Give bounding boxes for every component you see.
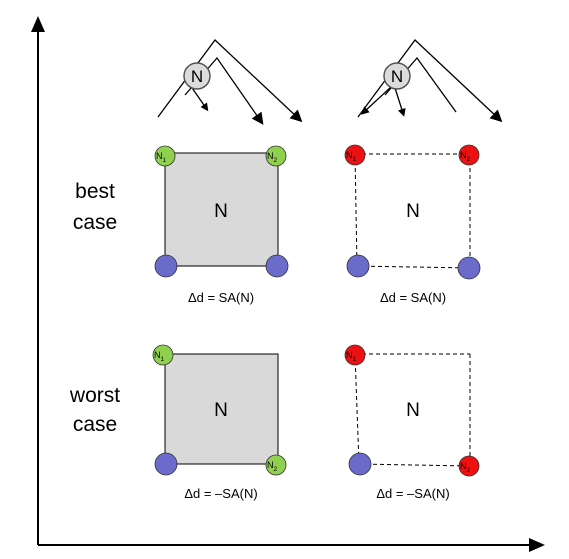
box-best-left: N N1 N2 (154, 145, 289, 278)
box-worst-right: N N1 N2 (344, 344, 480, 477)
tree-node-label: N (191, 67, 203, 86)
box-best-right: N N1 N2 (344, 144, 481, 280)
tree-child-branch-down (394, 87, 406, 117)
vertex-n2 (265, 145, 287, 167)
vertex-n1-label: N1 (156, 151, 167, 164)
vertex-n2-label: N2 (460, 150, 471, 163)
box-solid (164, 353, 279, 465)
vertex-n2-label: N2 (460, 461, 471, 474)
row-label-worst-case: case (73, 413, 117, 436)
y-axis-arrowhead (31, 16, 45, 32)
vertex-n1 (344, 144, 366, 166)
tree-outer-branch (157, 39, 303, 123)
vertex-n2-label: N2 (267, 151, 278, 164)
edge-left (354, 353, 360, 465)
box-worst-left: N N1 N2 (152, 344, 287, 476)
formula-worst-right: Δd = –SA(N) (376, 486, 449, 501)
row-label-worst: worst (69, 384, 120, 407)
vertex-n2 (458, 455, 480, 477)
box-label: N (214, 201, 228, 222)
tree-node (183, 62, 211, 90)
x-axis-arrowhead (529, 538, 545, 552)
vertex-n2 (458, 144, 480, 166)
vertex-bottom-right (265, 254, 289, 278)
vertex-n1 (154, 145, 176, 167)
row-label-best: best (75, 180, 115, 203)
box-label: N (406, 400, 420, 421)
formula-best-left: Δd = SA(N) (188, 290, 254, 305)
box-label: N (214, 400, 228, 421)
formula-best-right: Δd = SA(N) (380, 290, 446, 305)
edge-bottom (356, 265, 471, 269)
vertex-bottom-left (154, 452, 178, 476)
row-label-best-case: case (73, 211, 117, 234)
formula-worst-left: Δd = –SA(N) (184, 486, 257, 501)
vertex-bottom-right (457, 256, 481, 280)
tree-traversal-right: N (357, 39, 503, 123)
vertex-n2 (265, 454, 287, 476)
vertex-n1 (344, 344, 366, 366)
vertex-n1-label: N1 (346, 150, 357, 163)
edge-bottom (358, 463, 471, 467)
box-solid (164, 152, 279, 267)
vertex-n1 (152, 344, 174, 366)
tree-outer-branch (357, 39, 503, 123)
tree-node (383, 62, 411, 90)
tree-child-branch-left (361, 85, 393, 115)
vertex-n1-label: N1 (154, 350, 165, 363)
vertex-n1-label: N1 (346, 350, 357, 363)
edge-left (354, 153, 358, 267)
tree-node-label: N (391, 67, 403, 86)
axes (31, 16, 545, 552)
vertex-n2-label: N2 (267, 460, 278, 473)
vertex-bottom-left (346, 254, 370, 278)
box-label: N (406, 201, 420, 222)
tree-traversal-left: N (157, 39, 303, 125)
vertex-bottom-left (154, 254, 178, 278)
vertex-bottom-left (348, 452, 372, 476)
